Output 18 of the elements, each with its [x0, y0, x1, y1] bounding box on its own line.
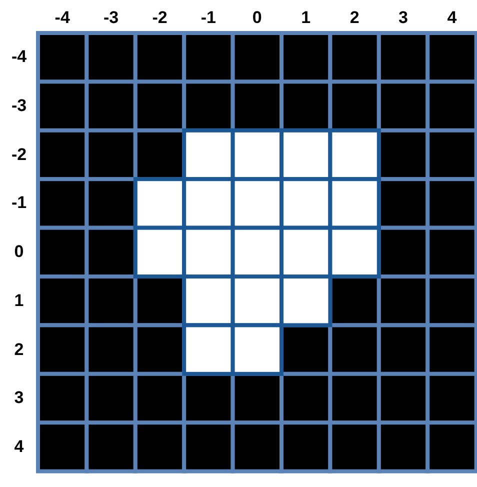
- axis-label: 2: [13, 340, 25, 360]
- axis-label: 1: [300, 8, 312, 28]
- axis-label: 3: [13, 388, 25, 408]
- axis-label: 1: [13, 290, 25, 311]
- axis-label: -4: [10, 47, 28, 68]
- axis-label: 2: [348, 8, 360, 28]
- axis-label: -1: [10, 193, 28, 214]
- axis-label: 0: [251, 8, 263, 28]
- axis-label: -3: [102, 8, 120, 28]
- axis-label: 4: [13, 436, 25, 457]
- axis-label: -4: [54, 8, 71, 28]
- axis-label: 4: [446, 8, 458, 28]
- axis-label: 0: [13, 242, 25, 262]
- axis-label: -2: [10, 144, 28, 165]
- axis-label: -3: [10, 96, 28, 116]
- axis-label: -1: [200, 8, 217, 28]
- axis-label: -2: [151, 8, 168, 28]
- axis-label: 3: [398, 8, 409, 28]
